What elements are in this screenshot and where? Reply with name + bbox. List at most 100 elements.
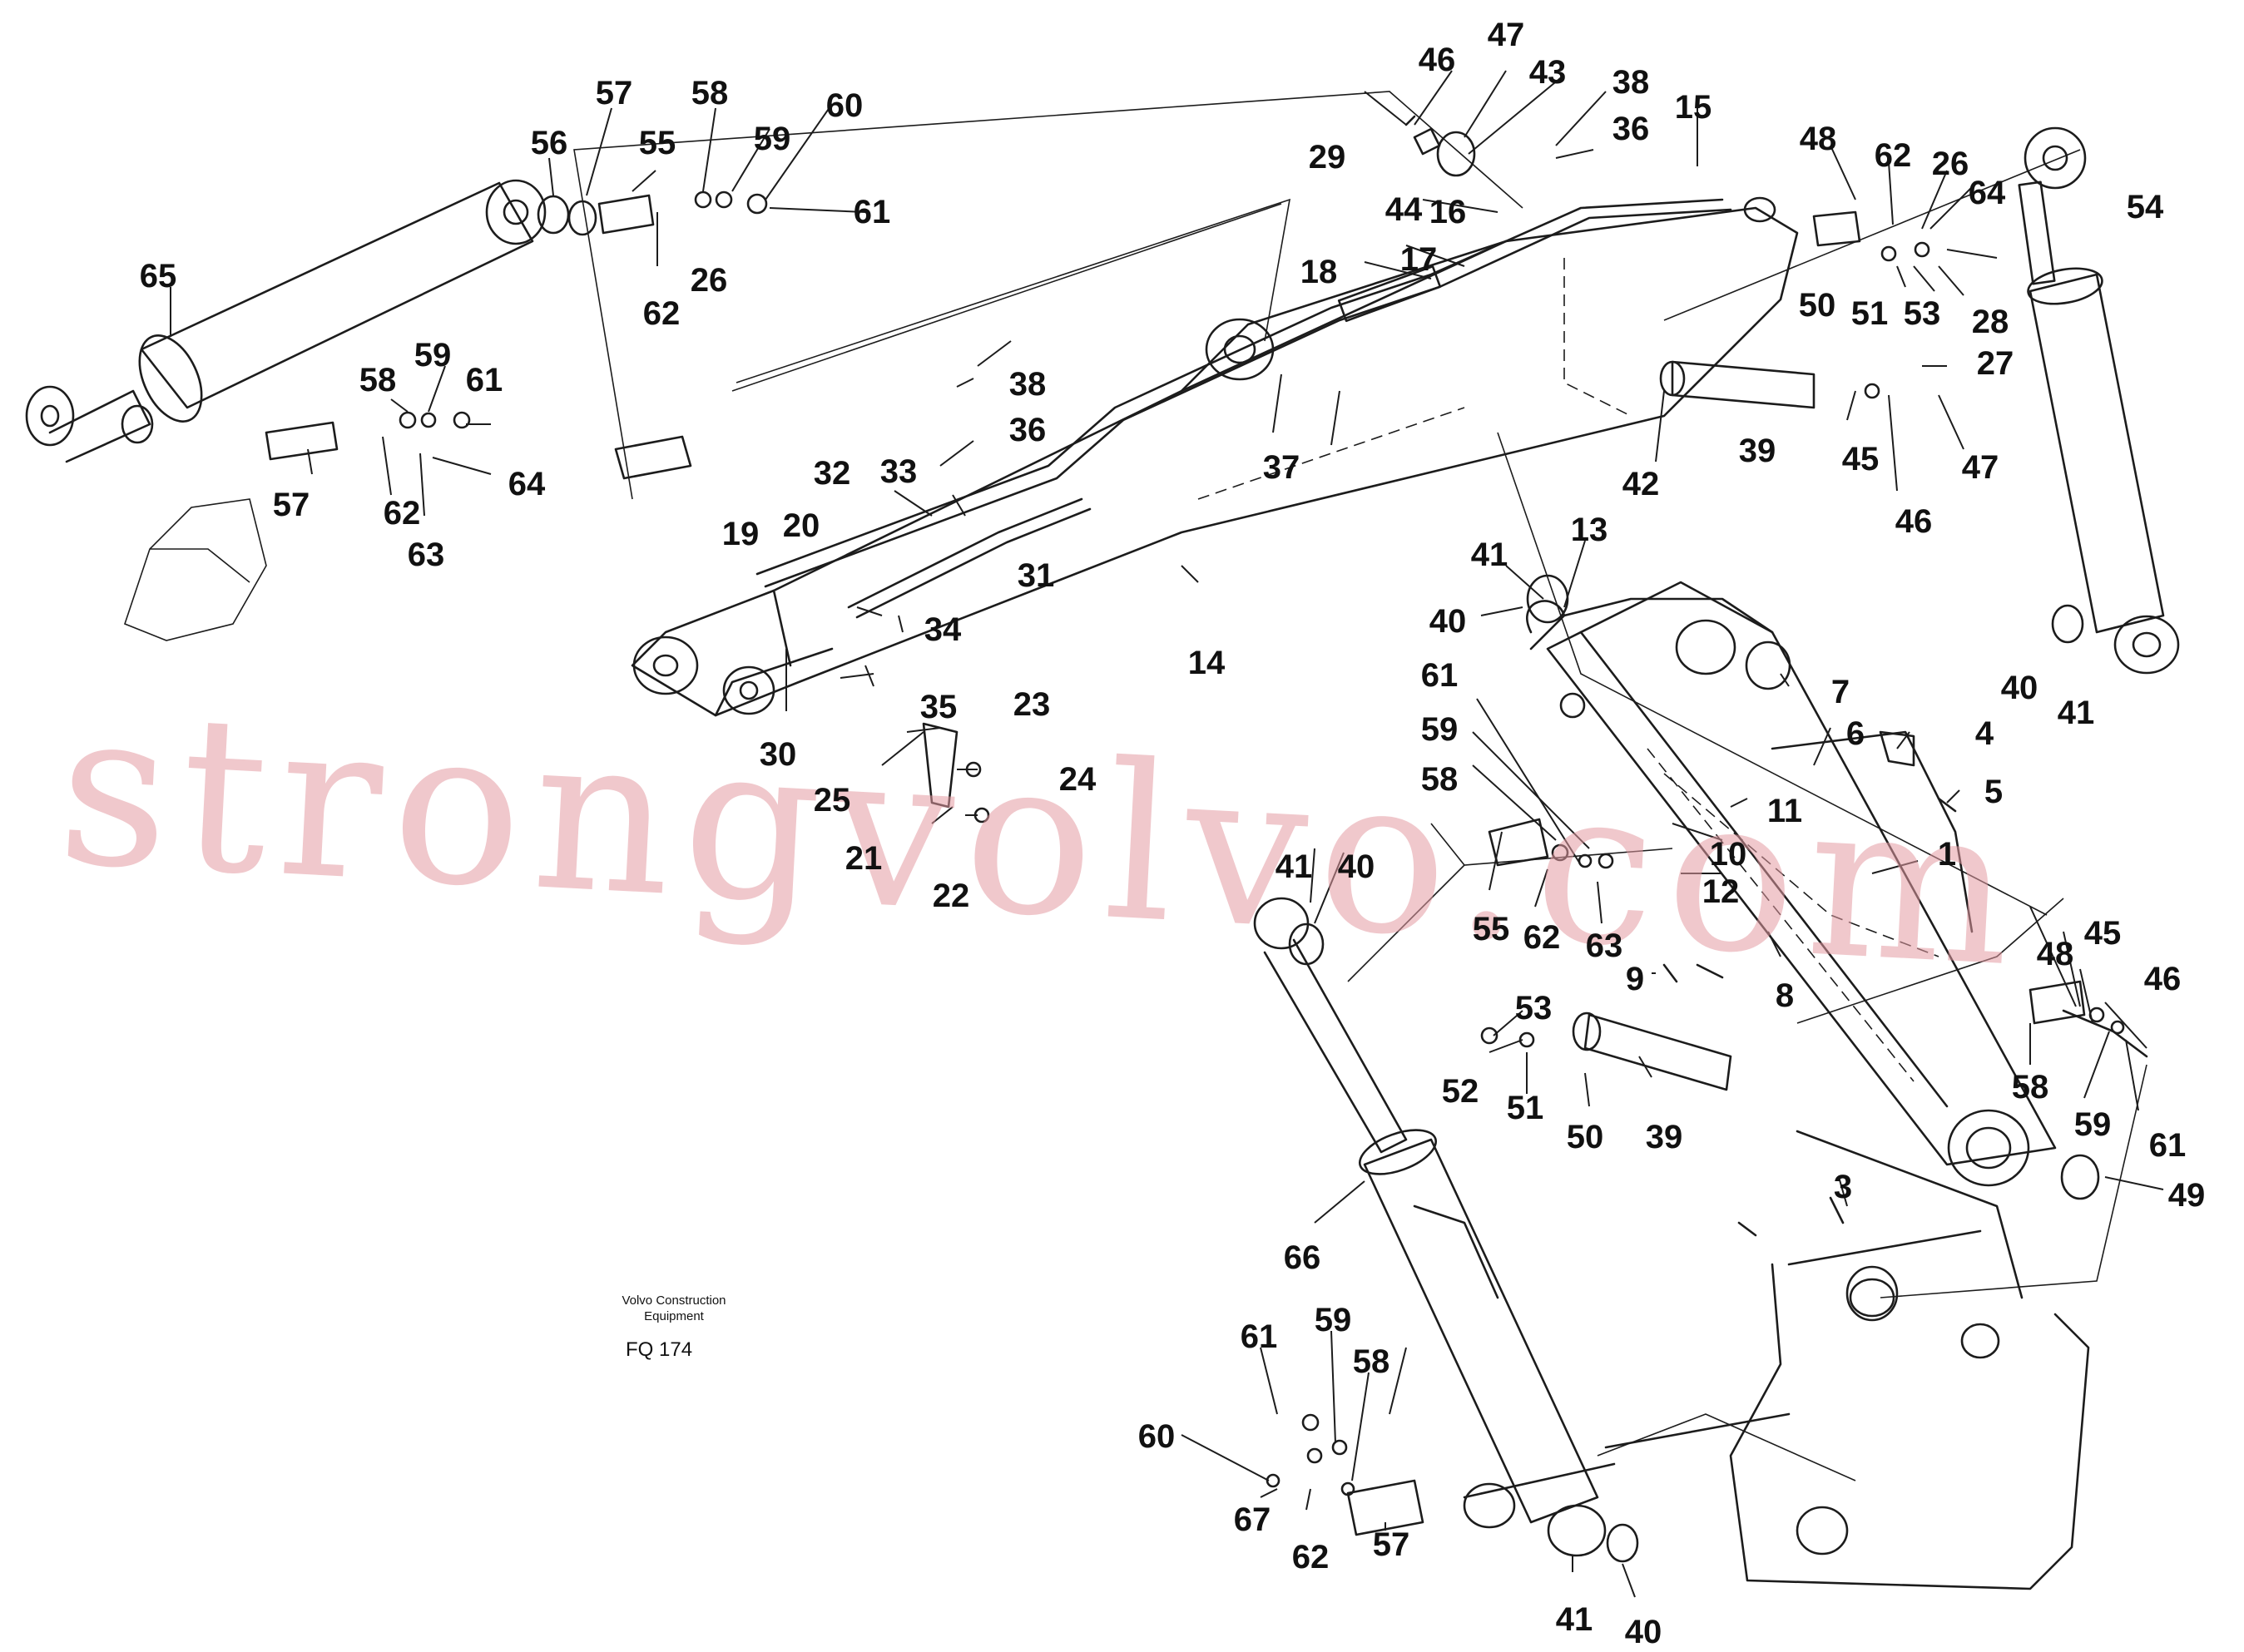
callout-64: 64 bbox=[1969, 175, 2006, 211]
callout-45: 45 bbox=[1842, 441, 1880, 477]
callout-59: 59 bbox=[2074, 1106, 2112, 1143]
callout-48: 48 bbox=[1800, 121, 1837, 157]
callout-52: 52 bbox=[1442, 1073, 1479, 1110]
callout-34: 34 bbox=[924, 611, 962, 648]
callout-64: 64 bbox=[508, 466, 546, 502]
bucket-outline bbox=[124, 498, 267, 641]
callout-43: 43 bbox=[1529, 54, 1567, 91]
callout-17: 17 bbox=[1400, 241, 1438, 278]
callout-53: 53 bbox=[1515, 990, 1553, 1026]
callout-3: 3 bbox=[1834, 1169, 1852, 1205]
callout-50: 50 bbox=[1567, 1119, 1604, 1155]
callout-31: 31 bbox=[1018, 557, 1055, 594]
callout-62: 62 bbox=[1292, 1539, 1330, 1575]
callout-63: 63 bbox=[1586, 927, 1623, 964]
callout-61: 61 bbox=[2149, 1127, 2187, 1164]
callout-36: 36 bbox=[1009, 412, 1047, 448]
callout-57: 57 bbox=[596, 75, 633, 111]
callout-62: 62 bbox=[643, 295, 681, 332]
caption-block: Volvo Construction Equipment FQ 174 bbox=[622, 1293, 726, 1361]
callout-56: 56 bbox=[531, 125, 568, 161]
cylinder-54 bbox=[2018, 126, 2180, 675]
callout-27: 27 bbox=[1977, 345, 2014, 382]
callout-36: 36 bbox=[1612, 111, 1650, 147]
callout-48: 48 bbox=[2037, 936, 2074, 972]
callout-60: 60 bbox=[826, 87, 864, 124]
callout-28: 28 bbox=[1972, 304, 2009, 340]
callout-40: 40 bbox=[2001, 670, 2038, 706]
callout-58: 58 bbox=[359, 362, 397, 398]
callout-12: 12 bbox=[1702, 873, 1740, 910]
callout-39: 39 bbox=[1646, 1119, 1683, 1155]
callout-63: 63 bbox=[408, 537, 445, 573]
callout-59: 59 bbox=[414, 337, 452, 373]
callout-41: 41 bbox=[2058, 695, 2095, 731]
callout-60: 60 bbox=[1138, 1418, 1176, 1455]
callout-24: 24 bbox=[1059, 761, 1097, 798]
callout-37: 37 bbox=[1263, 449, 1300, 486]
callout-62: 62 bbox=[1523, 919, 1561, 956]
cylinder-66 bbox=[1253, 897, 1607, 1557]
callout-41: 41 bbox=[1276, 848, 1313, 885]
callout-65: 65 bbox=[140, 258, 177, 294]
callout-26: 26 bbox=[1932, 146, 1969, 182]
callout-39: 39 bbox=[1739, 433, 1776, 469]
callout-44: 44 bbox=[1385, 191, 1423, 228]
callout-61: 61 bbox=[466, 362, 503, 398]
callout-25: 25 bbox=[814, 782, 851, 819]
callout-38: 38 bbox=[1009, 366, 1047, 403]
callout-5: 5 bbox=[1984, 774, 2003, 810]
boom-assembly bbox=[1526, 581, 2057, 1299]
callout-57: 57 bbox=[1373, 1526, 1410, 1563]
callout-18: 18 bbox=[1300, 254, 1338, 290]
callout-47: 47 bbox=[1488, 17, 1525, 53]
callout-59: 59 bbox=[754, 121, 791, 157]
callout-67: 67 bbox=[1234, 1501, 1271, 1538]
callout-59: 59 bbox=[1421, 711, 1459, 748]
callout-61: 61 bbox=[1421, 657, 1459, 694]
callout-23: 23 bbox=[1013, 686, 1051, 723]
caption-line1: Volvo Construction bbox=[622, 1293, 726, 1308]
callout-14: 14 bbox=[1188, 645, 1226, 681]
callout-7: 7 bbox=[1831, 674, 1850, 710]
callout-4: 4 bbox=[1975, 715, 1994, 752]
callout-50: 50 bbox=[1799, 287, 1836, 324]
callout-19: 19 bbox=[722, 516, 760, 552]
callout-59: 59 bbox=[1315, 1302, 1352, 1338]
callout-6: 6 bbox=[1846, 715, 1865, 752]
callout-41: 41 bbox=[1471, 537, 1508, 573]
callout-54: 54 bbox=[2127, 189, 2164, 225]
callout-15: 15 bbox=[1675, 89, 1712, 126]
callout-58: 58 bbox=[1353, 1343, 1390, 1380]
dipper-arm bbox=[631, 196, 1799, 717]
figure-code: FQ 174 bbox=[626, 1338, 692, 1361]
callout-45: 45 bbox=[2084, 915, 2122, 952]
callout-22: 22 bbox=[933, 878, 970, 914]
callout-41: 41 bbox=[1556, 1601, 1593, 1638]
callout-13: 13 bbox=[1571, 512, 1608, 548]
callout-62: 62 bbox=[384, 495, 421, 532]
callout-42: 42 bbox=[1622, 466, 1660, 502]
callout-26: 26 bbox=[691, 262, 728, 299]
callout-62: 62 bbox=[1875, 137, 1912, 174]
callout-8: 8 bbox=[1776, 977, 1794, 1014]
hydraulic-lines bbox=[755, 198, 1732, 619]
callout-51: 51 bbox=[1507, 1090, 1544, 1126]
cylinder-65 bbox=[25, 179, 547, 463]
callout-47: 47 bbox=[1962, 449, 1999, 486]
callout-46: 46 bbox=[1895, 503, 1933, 540]
callout-51: 51 bbox=[1851, 295, 1889, 332]
callout-46: 46 bbox=[2144, 961, 2182, 997]
callout-55: 55 bbox=[1473, 911, 1510, 947]
callout-55: 55 bbox=[639, 125, 676, 161]
bushings bbox=[121, 131, 2100, 1563]
base-frame bbox=[1463, 1229, 2090, 1590]
callout-66: 66 bbox=[1284, 1239, 1321, 1276]
callout-49: 49 bbox=[2168, 1177, 2206, 1214]
caption-line2: Equipment bbox=[644, 1309, 705, 1323]
callout-40: 40 bbox=[1625, 1614, 1662, 1650]
callout-16: 16 bbox=[1429, 194, 1467, 230]
construction-lines bbox=[573, 91, 2147, 1481]
